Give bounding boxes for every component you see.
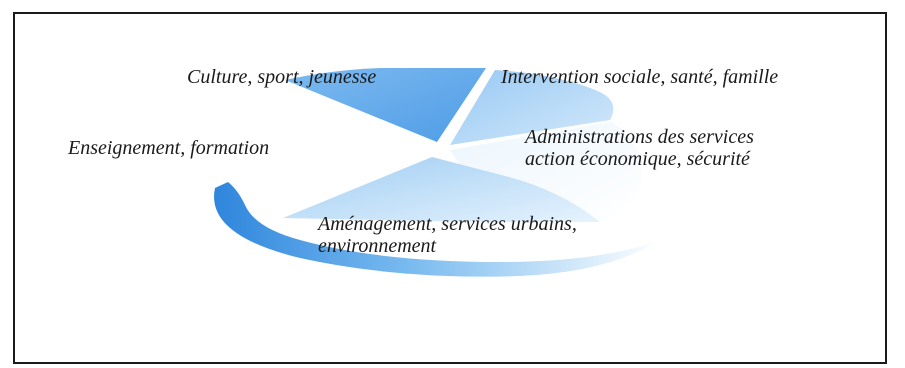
slice-intervention xyxy=(450,70,614,145)
label-administrations: Administrations des services action écon… xyxy=(525,126,754,170)
slice-culture xyxy=(285,68,486,142)
label-culture: Culture, sport, jeunesse xyxy=(187,66,377,88)
label-amenagement: Aménagement, services urbains, environne… xyxy=(318,213,577,257)
label-intervention: Intervention sociale, santé, famille xyxy=(501,66,779,88)
slice-amenagement xyxy=(283,157,600,222)
slice-enseignement xyxy=(214,182,661,277)
label-enseignement: Enseignement, formation xyxy=(68,137,270,159)
